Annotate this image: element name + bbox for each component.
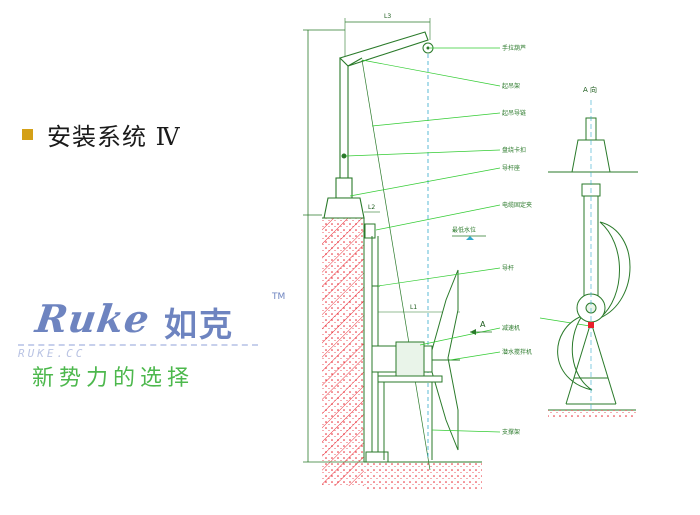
label-cable: 盘绕卡扣: [502, 146, 526, 154]
label-hand-hoist: 手拉葫芦: [502, 44, 526, 52]
view-a-title: A 向: [583, 85, 597, 94]
logo-url: RUKE.CC: [18, 344, 258, 360]
label-lifting-chain: 起吊导链: [502, 109, 526, 117]
label-motor-joint: 减速机: [502, 324, 520, 332]
water-level-mark: [452, 235, 486, 240]
dim-top-width: L3: [384, 13, 391, 20]
lifting-crane: [323, 31, 431, 471]
arrow-a-label: A: [480, 320, 486, 329]
mixer-unit: [371, 269, 460, 460]
concrete-wall: [322, 217, 365, 486]
left-dimension: [303, 29, 364, 463]
dim-l1: L1: [410, 304, 417, 311]
label-bracket: 支撑架: [502, 428, 520, 436]
label-cable-clamp: 电缆固定夹: [502, 201, 532, 209]
label-lifting-frame: 起吊架: [502, 82, 520, 90]
logo-slogan: 新势力的选择: [32, 366, 195, 391]
slide-title: 安装系统 Ⅳ: [47, 123, 181, 151]
view-a: A 向: [548, 85, 638, 418]
direction-arrow-a: A: [470, 320, 492, 335]
floor-slab: [364, 461, 482, 490]
guide-rods: [364, 223, 389, 463]
leader-lines: [345, 47, 591, 433]
bullet-square-icon: [22, 129, 33, 140]
label-base-bracket: 导杆座: [502, 164, 520, 172]
label-water-level: 最低水位: [452, 226, 476, 234]
label-mixer: 潜水搅拌机: [502, 348, 532, 356]
logo-brand-cn: 如克: [164, 305, 234, 344]
dim-l2: L2: [368, 204, 375, 211]
label-guide-rod: 导杆: [502, 264, 514, 272]
logo-trademark: TM: [272, 292, 286, 302]
callout-labels: 手拉葫芦 起吊架 起吊导链 盘绕卡扣 导杆座 电缆固定夹 最低水位 导杆 减速机…: [452, 44, 532, 436]
ruke-logo: Ruke 如克 TM RUKE.CC 新势力的选择: [14, 292, 289, 392]
top-dimension: L3: [344, 13, 431, 58]
slide-title-row: 安装系统 Ⅳ: [22, 117, 181, 152]
